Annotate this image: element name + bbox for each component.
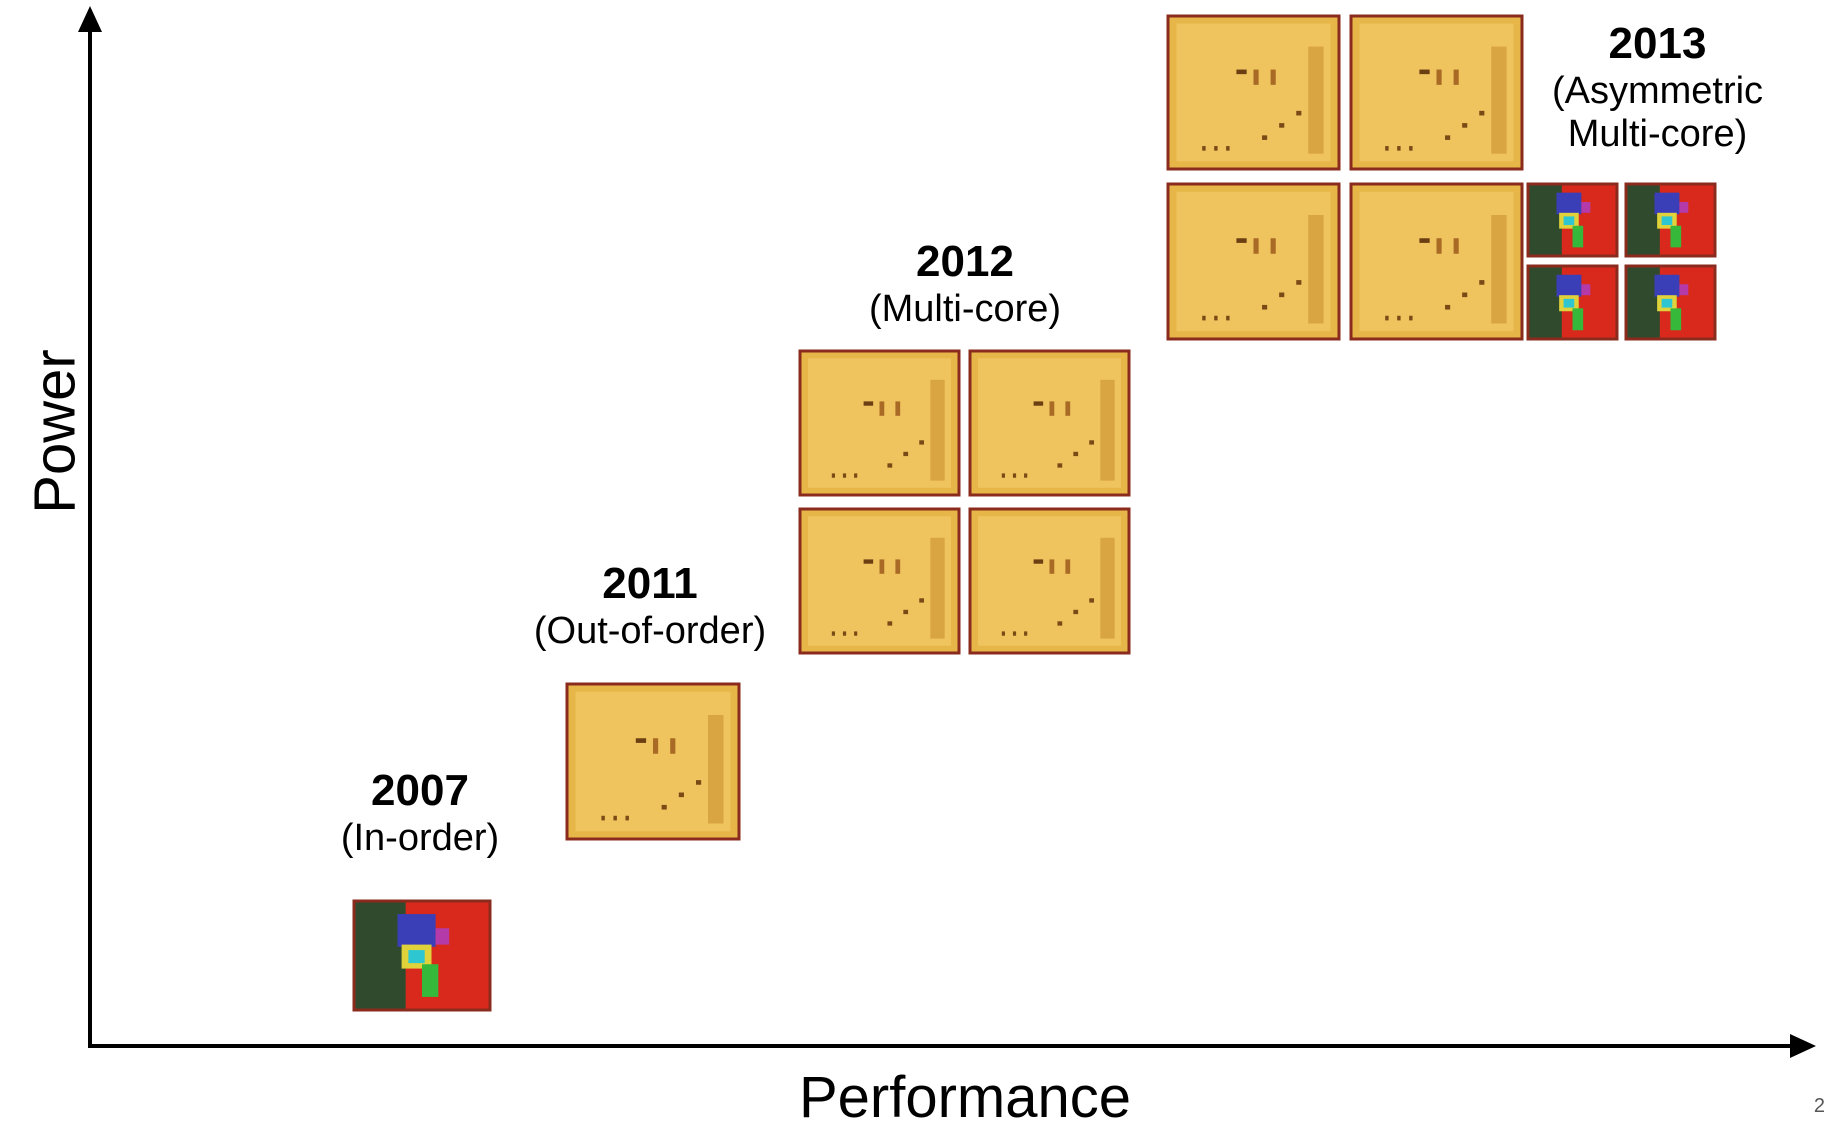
chip-2007-little-core xyxy=(352,899,492,1012)
year-2007: 2007 xyxy=(371,766,469,815)
x-axis-label: Performance xyxy=(798,1065,1132,1130)
chip-2012-core-4 xyxy=(968,507,1131,655)
year-2012: 2012 xyxy=(916,237,1014,286)
chip-2013-little-core-3 xyxy=(1526,264,1619,341)
x-axis-arrow xyxy=(1790,1034,1816,1058)
desc-2007: (In-order) xyxy=(340,816,500,859)
year-2013: 2013 xyxy=(1608,19,1707,68)
chip-2013-big-core-4 xyxy=(1349,182,1524,341)
chip-2011-big-core xyxy=(565,682,741,841)
chip-2012-core-1 xyxy=(798,349,961,497)
label-2013: 2013 (Asymmetric Multi-core) xyxy=(1525,19,1790,157)
chip-2013-little-core-2 xyxy=(1624,182,1717,258)
label-2007: 2007 (In-order) xyxy=(300,766,540,860)
y-axis-label: Power xyxy=(22,349,88,514)
chip-2012-core-2 xyxy=(968,349,1131,497)
chip-2012-core-3 xyxy=(798,507,961,655)
chip-2013-big-core-3 xyxy=(1166,182,1341,341)
chip-2013-little-core-4 xyxy=(1624,264,1717,341)
page-number: 2 xyxy=(1813,1095,1825,1117)
year-2011: 2011 xyxy=(602,559,698,608)
chip-2013-little-core-1 xyxy=(1526,182,1619,258)
chip-2013-big-core-2 xyxy=(1349,14,1524,171)
y-axis-arrow xyxy=(78,6,102,32)
label-2012: 2012 (Multi-core) xyxy=(820,237,1110,331)
desc-2012: (Multi-core) xyxy=(868,287,1062,330)
desc-2011: (Out-of-order) xyxy=(533,609,767,652)
desc-2013: (Asymmetric Multi-core) xyxy=(1551,69,1764,156)
label-2011: 2011 (Out-of-order) xyxy=(500,559,800,653)
chip-2013-big-core-1 xyxy=(1166,14,1341,171)
